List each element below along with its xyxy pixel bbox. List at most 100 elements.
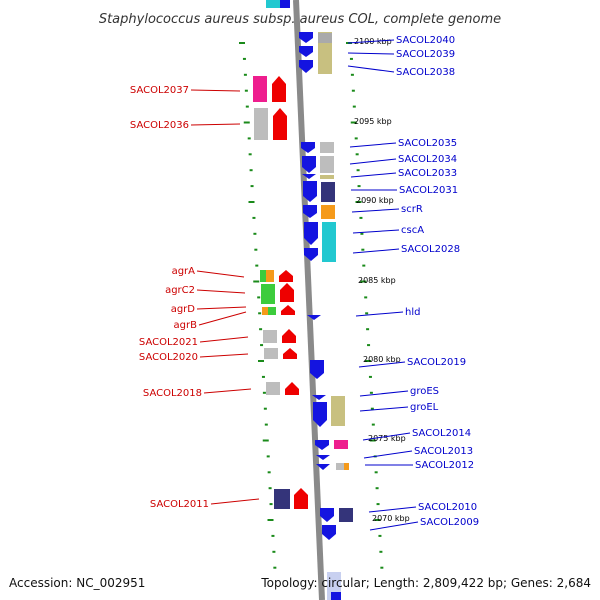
tick-mark [266,455,270,458]
gene-block [336,463,344,470]
gene-label-scrr[interactable]: scrR [401,204,423,215]
gene-label-sacol2019[interactable]: SACOL2019 [407,357,466,368]
gene-label-csca[interactable]: cscA [401,225,424,236]
tick-mark [257,296,261,299]
gene-block [321,182,335,202]
gene-arrow [313,402,327,427]
gene-arrow [285,382,299,395]
gene-label-groes[interactable]: groES [410,386,439,397]
position-label: 2095 kbp [354,117,392,126]
tick-mark [360,280,367,283]
gene-label-sacol2012[interactable]: SACOL2012 [415,460,474,471]
leader-line [199,336,249,343]
forward-strand-features [253,76,308,509]
tick-mark [269,503,273,506]
gene-arrow [312,395,326,400]
tick-mark [362,264,366,267]
gene-label-sacol2028[interactable]: SACOL2028 [401,244,460,255]
gene-label-agra[interactable]: agrA [172,266,196,277]
tick-mark [271,534,275,537]
gene-label-sacol2040[interactable]: SACOL2040 [396,35,455,46]
gene-label-sacol2009[interactable]: SACOL2009 [420,517,479,528]
gene-block [266,382,280,395]
leader-line [359,406,409,412]
gene-label-sacol2039[interactable]: SACOL2039 [396,49,455,60]
gene-arrow [316,455,330,460]
gene-label-agrb[interactable]: agrB [174,320,198,331]
tick-mark [374,519,381,521]
tick-marks-left [239,42,277,569]
reverse-strand-features [299,32,353,540]
leader-line [352,248,400,254]
gene-block [320,142,334,153]
gene-label-groel[interactable]: groEL [410,402,439,413]
tick-mark [258,360,264,362]
tick-mark [371,423,375,426]
leader-line [368,506,417,513]
gene-arrow [322,525,336,540]
gene-label-sacol2010[interactable]: SACOL2010 [418,502,477,513]
gene-label-sacol2011[interactable]: SACOL2011 [150,499,209,510]
leader-line [362,432,411,441]
gene-arrow [299,60,313,73]
gene-arrow [302,174,316,179]
gene-arrow [299,32,313,43]
tick-mark [262,439,269,442]
leader-line [363,450,413,459]
tick-mark [352,105,356,108]
accession-text: Accession: NC_002951 [9,576,145,590]
gene-arrow [283,348,297,359]
leader-line [358,361,406,368]
tick-mark [250,185,254,188]
gene-label-sacol2020[interactable]: SACOL2020 [139,352,198,363]
gene-arrow [294,488,308,509]
tick-mark [264,423,268,426]
leader-line [369,521,419,531]
tick-mark [272,550,276,553]
tick-mark [243,73,247,76]
tick-mark [248,201,255,203]
gene-block [268,307,276,315]
tick-mark [267,471,271,474]
gene-label-sacol2038[interactable]: SACOL2038 [396,67,455,78]
gene-label-sacol2034[interactable]: SACOL2034 [398,154,457,165]
gene-label-sacol2036[interactable]: SACOL2036 [130,120,189,131]
tick-mark [273,566,277,569]
gene-arrow [320,508,334,522]
leader-line [190,123,241,126]
tick-mark [366,328,370,331]
gene-label-sacol2031[interactable]: SACOL2031 [399,185,458,196]
gene-label-agrc2[interactable]: agrC2 [165,285,195,296]
leader-line [350,172,397,178]
tick-mark [247,137,251,140]
gene-label-sacol2035[interactable]: SACOL2035 [398,138,457,149]
tick-mark [354,137,358,140]
gene-block [261,284,275,304]
gene-label-sacol2037[interactable]: SACOL2037 [130,85,189,96]
tick-mark [359,216,363,219]
gene-label-sacol2021[interactable]: SACOL2021 [139,337,198,348]
tick-mark [248,153,252,156]
gene-block [318,33,332,43]
tick-mark [351,89,355,92]
gene-label-agrd[interactable]: agrD [171,304,196,315]
gene-block [339,508,353,522]
gene-arrow [307,315,321,320]
gene-arrow [280,283,294,302]
gene-label-sacol2014[interactable]: SACOL2014 [412,428,471,439]
leader-line [198,311,247,326]
gene-label-sacol2018[interactable]: SACOL2018 [143,388,202,399]
tick-marks-right [346,42,384,569]
tick-mark [252,216,256,219]
gene-label-sacol2033[interactable]: SACOL2033 [398,168,457,179]
gene-label-hld[interactable]: hld [405,307,420,318]
gene-arrow [310,360,324,379]
tick-mark [239,42,245,44]
leader-line [196,289,246,294]
tick-mark [360,232,364,235]
gene-arrow [282,329,296,343]
gene-block [263,330,277,343]
gene-label-sacol2013[interactable]: SACOL2013 [414,446,473,457]
gene-block [320,156,334,173]
